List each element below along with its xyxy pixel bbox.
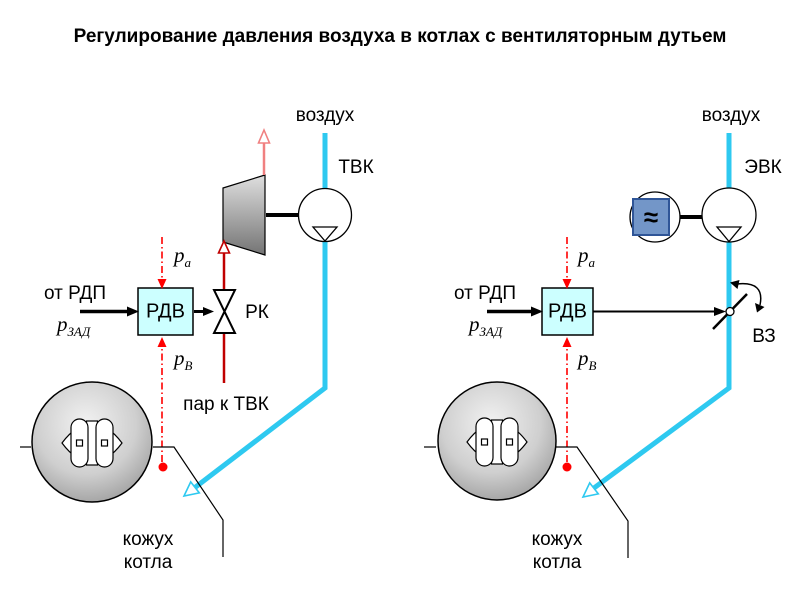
regulator-label: РДВ (146, 300, 185, 323)
air-label: воздух (701, 105, 761, 126)
boiler-inner-symbol (61, 418, 123, 468)
casing-label-line1: кожух (122, 529, 174, 550)
ac-symbol: ≈ (644, 202, 658, 232)
fan-triangle-icon (715, 226, 743, 243)
pressure-tap-dot (562, 462, 572, 472)
steam-arrowhead (217, 239, 231, 254)
input-arrowhead (531, 306, 543, 317)
casing-label-line1: кожух (531, 529, 583, 550)
p-air-label: pа (174, 243, 192, 271)
rotation-arc (736, 282, 762, 306)
exhaust-arrowhead (257, 127, 271, 144)
fan-label: ЭВК (744, 157, 782, 178)
fan-label: ТВК (338, 157, 374, 178)
p-set-label: pЗАД (57, 312, 91, 340)
rotation-arrowhead-bottom (755, 303, 765, 313)
p-symbol: p (469, 312, 480, 336)
input-label: от РДП (453, 283, 517, 304)
pressure-tap-dot (158, 462, 168, 472)
pb-signal-arrowhead (562, 337, 572, 347)
pa-signal-arrowhead (157, 279, 167, 289)
p-subscript: В (588, 358, 597, 374)
p-symbol: p (57, 312, 68, 336)
p-subscript: а (588, 255, 596, 271)
fan-triangle-icon (311, 226, 339, 242)
p-subscript: а (184, 255, 192, 271)
valve-label: РК (245, 302, 269, 323)
boiler-inner-symbol (466, 417, 528, 467)
damper-pivot (725, 306, 735, 317)
air-duct-lower (193, 241, 328, 490)
boiler-casing-line (556, 446, 629, 558)
p-symbol: p (578, 346, 589, 370)
casing-label: кожух котла (532, 528, 583, 574)
p-subscript: ЗАД (479, 324, 503, 340)
pa-signal-arrowhead (562, 279, 572, 289)
left-diagram (20, 127, 353, 557)
casing-label: кожух котла (123, 528, 174, 574)
p-symbol: p (174, 243, 185, 267)
air-duct-arrowhead (581, 481, 600, 499)
motor-square (632, 198, 670, 236)
damper-label: ВЗ (752, 326, 776, 347)
output-arrowhead (714, 307, 726, 316)
p-boiler-label: pВ (578, 346, 597, 374)
air-label: воздух (295, 105, 355, 126)
p-air-label: pа (578, 243, 596, 271)
rotation-arrowhead-top (730, 280, 740, 289)
right-diagram: ≈ (424, 133, 765, 558)
control-valve-icon (212, 289, 237, 334)
boiler-casing-line (153, 446, 224, 557)
regulator-label: РДВ (548, 300, 587, 323)
input-arrowhead (127, 306, 139, 317)
air-duct-arrowhead (182, 480, 201, 498)
casing-label-line2: котла (532, 552, 582, 573)
air-duct-lower (592, 242, 732, 491)
steam-label: пар к ТВК (183, 394, 269, 415)
p-symbol: p (578, 243, 589, 267)
p-subscript: ЗАД (67, 324, 91, 340)
input-label: от РДП (43, 283, 107, 304)
regulator-box (137, 287, 194, 336)
turbine-symbol (222, 174, 266, 256)
p-boiler-label: pВ (174, 346, 193, 374)
output-arrowhead (203, 307, 214, 316)
casing-label-line2: котла (123, 552, 173, 573)
p-symbol: p (174, 346, 185, 370)
p-subscript: В (184, 358, 193, 374)
pb-signal-arrowhead (157, 337, 167, 347)
slide-title: Регулирование давления воздуха в котлах … (73, 26, 727, 47)
p-set-label: pЗАД (469, 312, 503, 340)
